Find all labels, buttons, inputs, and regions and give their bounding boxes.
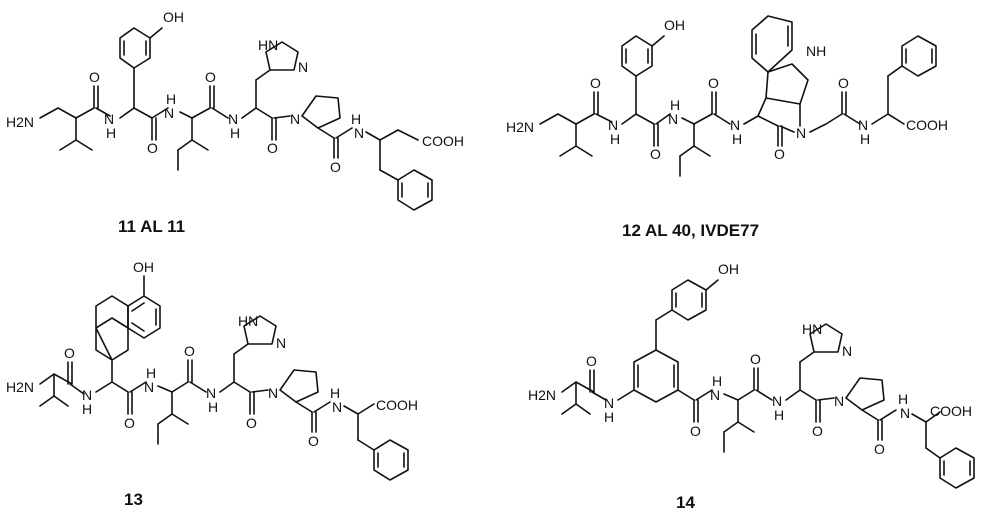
atom-n: N [900,405,910,421]
atom-oh: OH [718,261,739,277]
atom-n: N [268,385,278,401]
atom-n: N [668,111,678,127]
atom-n: N [858,117,868,133]
atom-nh: H [670,97,680,113]
atom-h: H [898,391,908,407]
atom-o: O [838,75,849,91]
atom-o: O [708,75,719,91]
atom-o: O [205,69,216,85]
atom-n: N [206,385,216,401]
atom-h2n: H2N [6,379,34,395]
atom-n: N [604,395,614,411]
atom-o: O [308,433,319,449]
atom-o: O [184,343,195,359]
atom-cooh: COOH [422,133,464,149]
atom-o: O [650,146,661,162]
atom-o: O [64,345,75,361]
atom-n: N [332,399,342,415]
atom-n: N [772,393,782,409]
atom-cooh: COOH [376,397,418,413]
compound-caption: 13 [124,490,143,509]
atom-n: N [164,105,174,121]
compound-caption: 11 AL 11 [118,217,185,236]
atom-o: O [590,75,601,91]
atom-n: N [104,111,114,127]
compound-11-structure: H2N O N H OH O H N O N H [6,9,464,211]
atom-n: N [730,117,740,133]
atom-n: N [298,59,308,75]
atom-cooh: COOH [906,117,948,133]
atom-n: N [842,343,852,359]
atom-o: O [874,441,885,457]
atom-h2n: H2N [528,387,556,403]
atom-n: N [276,335,286,351]
atom-o: O [586,353,597,369]
atom-nh: H [166,91,176,107]
atom-n: N [354,125,364,141]
atom-h: H [330,385,340,401]
atom-h: H [774,407,784,423]
atom-o: O [330,159,341,175]
atom-o: O [774,146,785,162]
atom-nh: H [351,111,361,127]
atom-h: H [712,373,722,389]
atom-o: O [267,140,278,156]
atom-h: H [230,125,240,141]
atom-o: O [246,415,257,431]
atom-cooh: COOH [930,403,972,419]
atom-h2n: H2N [6,114,34,130]
atom-h: H [82,401,92,417]
atom-o: O [690,423,701,439]
compound-13-structure: H2N O N H OH O H N O [6,259,418,481]
atom-n: N [144,379,154,395]
atom-h: H [604,409,614,425]
atom-n: N [834,393,844,409]
atom-hn: HN [258,37,278,53]
compound-14-structure: H2N O N H OH O H N [528,261,975,489]
compound-caption: 14 [676,493,695,512]
atom-nh: NH [806,43,826,59]
atom-h: H [732,131,742,147]
atom-o: O [147,140,158,156]
atom-n: N [82,387,92,403]
atom-o: O [124,415,135,431]
atom-o: O [812,423,823,439]
atom-n: N [290,111,300,127]
atom-n: N [710,387,720,403]
atom-h: H [106,125,116,141]
atom-oh: OH [664,17,685,33]
atom-h: H [610,131,620,147]
atom-oh: OH [163,9,184,25]
atom-n: N [228,111,238,127]
atom-oh: OH [133,259,154,275]
atom-n: N [608,117,618,133]
atom-h: H [860,131,870,147]
atom-hn: HN [238,313,258,329]
compound-12-structure: H2N O N H OH O H N O N H [506,15,948,177]
atom-o: O [750,351,761,367]
atom-hn: HN [802,321,822,337]
atom-h: H [208,399,218,415]
compound-caption: 12 AL 40, IVDE77 [622,221,759,240]
atom-o: O [89,69,100,85]
atom-h2n: H2N [506,119,534,135]
atom-h: H [146,365,156,381]
atom-n: N [796,125,806,141]
